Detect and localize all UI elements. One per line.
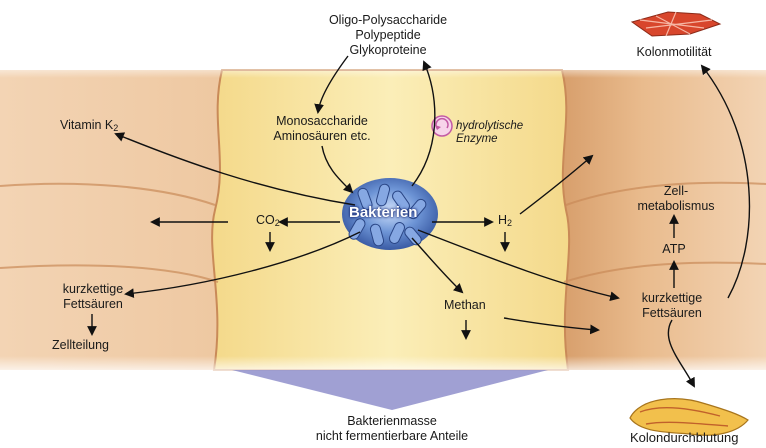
enzyme-label-line1: hydrolytische [456,120,523,133]
vitamin-k2-label: Vitamin K2 [60,118,118,136]
substrates-label: Oligo-Polysaccharide Polypeptide Glykopr… [300,13,476,58]
bakterienmasse-label: Bakterienmasse nicht fermentierbare Ante… [282,414,502,444]
co2-subscript: 2 [275,218,280,228]
bacteria-label: Bakterien [349,204,417,221]
zellmetabolismus-label: Zell- metabolismus [628,184,724,214]
scfa-right-line2: Fettsäuren [624,306,720,321]
scfa-left-line1: kurzkettige [48,282,138,297]
bakterienmasse-line1: Bakterienmasse [282,414,502,429]
atp-label: ATP [654,242,694,257]
scfa-left-line2: Fettsäuren [48,297,138,312]
zellteilung-label: Zellteilung [52,338,109,353]
scfa-right-label: kurzkettige Fettsäuren [624,291,720,321]
substrate-glykoproteine: Glykoproteine [300,43,476,58]
kolondurchblutung-label: Kolondurchblutung [630,430,738,445]
co2-text: CO [256,213,275,227]
enzymes-label: hydrolytische Enzyme [456,120,523,146]
monomers-label: Monosaccharide Aminosäuren etc. [232,114,412,144]
co2-label: CO2 [256,213,280,231]
bacterial-mass-sediment [232,370,548,410]
smooth-muscle-icon [632,12,720,36]
kolonmotilitaet-label: Kolonmotilität [618,45,730,60]
monomer-monosaccharide: Monosaccharide [232,114,412,129]
substrate-polypeptide: Polypeptide [300,28,476,43]
zellmetabolismus-line1: Zell- [628,184,724,199]
bakterienmasse-line2: nicht fermentierbare Anteile [282,429,502,444]
colon-wall-right [560,70,766,370]
scfa-left-label: kurzkettige Fettsäuren [48,282,138,312]
methan-label: Methan [444,298,486,313]
substrate-oligo-polysaccharide: Oligo-Polysaccharide [300,13,476,28]
vitamin-k2-subscript: 2 [113,123,118,133]
h2-text: H [498,213,507,227]
zellmetabolismus-line2: metabolismus [628,199,724,214]
h2-subscript: 2 [507,218,512,228]
scfa-right-line1: kurzkettige [624,291,720,306]
monomer-aminosaeuren: Aminosäuren etc. [232,129,412,144]
h2-label: H2 [498,213,512,231]
vitamin-k2-text: Vitamin K [60,118,113,132]
enzyme-label-line2: Enzyme [456,133,523,146]
